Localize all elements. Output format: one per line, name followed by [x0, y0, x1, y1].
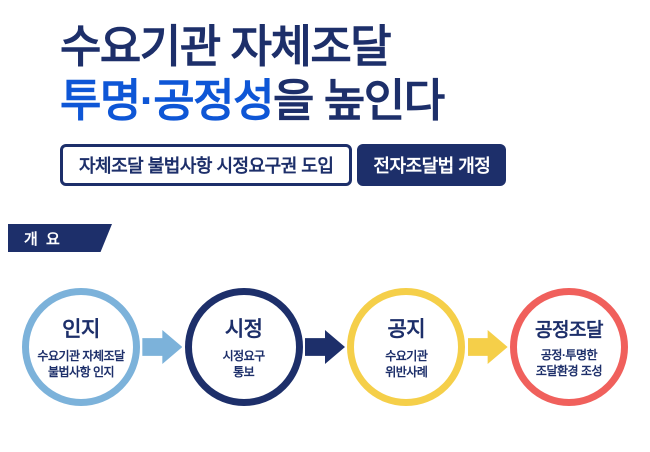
subtitle-badges: 자체조달 불법사항 시정요구권 도입 전자조달법 개정	[60, 144, 650, 186]
arrow-right-icon	[142, 330, 183, 364]
flow-step-4-circle: 공정조달 공정·투명한 조달환경 조성	[509, 288, 628, 406]
arrow-right-icon	[304, 330, 345, 364]
flow-step-4-desc-line2: 조달환경 조성	[535, 363, 603, 378]
flow-step-1-desc-line2: 불법사항 인지	[47, 365, 115, 379]
flow-step-1-title: 인지	[62, 318, 100, 342]
flow-step-4-desc: 공정·투명한 조달환경 조성	[535, 347, 603, 379]
flow-step-3-desc: 수요기관 위반사례	[385, 349, 428, 380]
flow-step-3-circle: 공지 수요기관 위반사례	[347, 288, 466, 406]
title-highlight: 투명·공정성	[60, 75, 275, 126]
flow-step-2-circle: 시정 시정요구 통보	[184, 288, 303, 406]
flow-step-2-title: 시정	[224, 318, 263, 342]
flow-step-3: 공지 수요기관 위반사례	[347, 288, 466, 406]
flow-step-2: 시정 시정요구 통보	[184, 288, 303, 406]
flow-step-1-desc: 수요기관 자체조달 불법사항 인지	[37, 349, 125, 380]
arrow-right-icon	[467, 330, 508, 364]
flow-step-3-title: 공지	[387, 318, 426, 342]
main-title: 수요기관 자체조달 투명·공정성을 높인다	[0, 0, 650, 128]
flow-step-3-desc-line2: 위반사례	[385, 365, 428, 379]
flow-step-4-title: 공정조달	[535, 319, 603, 341]
flow-step-4-desc-line1: 공정·투명한	[540, 347, 598, 362]
process-flow-diagram: 인지 수요기관 자체조달 불법사항 인지 시정 시정요구 통보 공지	[0, 288, 650, 406]
flow-step-2-desc-line1: 시정요구	[222, 349, 266, 364]
flow-step-2-desc: 시정요구 통보	[222, 349, 266, 380]
flow-step-4: 공정조달 공정·투명한 조달환경 조성	[509, 288, 628, 406]
subtitle-solid-badge: 전자조달법 개정	[357, 144, 507, 186]
section-label-overview: 개 요	[8, 224, 112, 252]
subtitle-outline-badge: 자체조달 불법사항 시정요구권 도입	[60, 144, 353, 186]
title-line-2: 투명·공정성을 높인다	[60, 74, 650, 128]
flow-step-3-desc-line1: 수요기관	[385, 349, 428, 364]
title-rest: 을 높인다	[273, 75, 445, 126]
title-line-1: 수요기관 자체조달	[60, 21, 392, 72]
flow-step-2-desc-line2: 통보	[233, 365, 255, 379]
flow-step-1-desc-line1: 수요기관 자체조달	[37, 349, 125, 364]
flow-step-1: 인지 수요기관 자체조달 불법사항 인지	[22, 288, 140, 406]
flow-step-1-circle: 인지 수요기관 자체조달 불법사항 인지	[22, 288, 140, 406]
